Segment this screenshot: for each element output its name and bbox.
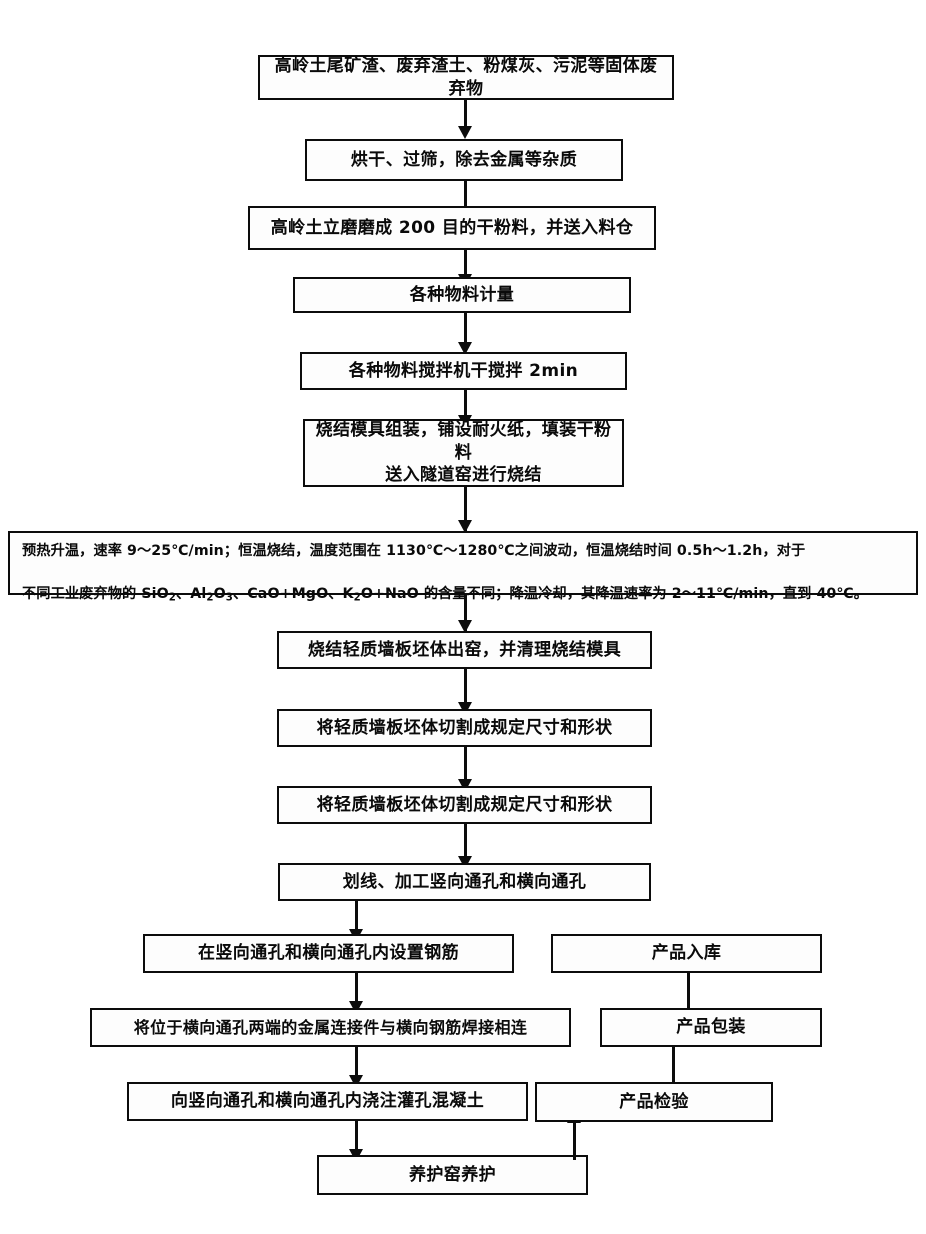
node-grout-concrete-label: 向竖向通孔和横向通孔内浇注灌孔混凝土 bbox=[170, 1091, 485, 1112]
sintering-note-line-1: 预热升温，速率 9～25℃/min；恒温烧结，温度范围在 1130℃～1280℃… bbox=[22, 543, 806, 560]
node-unload-kiln-label: 烧结轻质墙板坯体出窑，并清理烧结模具 bbox=[307, 639, 622, 660]
node-product-packaging-label: 产品包装 bbox=[676, 1017, 746, 1038]
connector-mill-to-metering bbox=[464, 250, 467, 278]
node-curing-kiln-label: 养护窑养护 bbox=[409, 1164, 496, 1185]
arrowhead-metering-to-mixing bbox=[458, 342, 472, 355]
node-mold-assembly: 烧结模具组装，铺设耐火纸，填装干粉料 送入隧道窑进行烧结 bbox=[303, 419, 624, 487]
node-welding-label: 将位于横向通孔两端的金属连接件与横向钢筋焊接相连 bbox=[133, 1017, 528, 1037]
connector-metering-to-mixing bbox=[464, 313, 467, 346]
connector-mixing-to-mold bbox=[464, 390, 467, 420]
node-vertical-mill-label: 高岭土立磨磨成 200 目的干粉料，并送入料仓 bbox=[270, 217, 634, 238]
sn2-sub-c: 3 bbox=[225, 592, 233, 604]
node-mold-assembly-label: 烧结模具组装，铺设耐火纸，填装干粉料 送入隧道窑进行烧结 bbox=[315, 420, 612, 486]
sn2e: O+NaO 的含量不同；降温冷却，其降温速率为 2～11℃/min，直到 40℃… bbox=[360, 586, 868, 603]
sn2-sub-d: 2 bbox=[353, 592, 361, 604]
node-dry-mixing-label: 各种物料搅拌机干搅拌 2min bbox=[348, 360, 579, 381]
node-product-warehouse: 产品入库 bbox=[551, 934, 822, 973]
node-cutting-1: 将轻质墙板坯体切割成规定尺寸和形状 bbox=[277, 709, 652, 747]
node-curing-kiln: 养护窑养护 bbox=[317, 1155, 588, 1195]
node-marking-drilling: 划线、加工竖向通孔和横向通孔 bbox=[278, 863, 651, 901]
node-metering-label: 各种物料计量 bbox=[409, 284, 515, 305]
node-marking-drilling-label: 划线、加工竖向通孔和横向通孔 bbox=[342, 871, 587, 892]
connector-welding-to-grout bbox=[355, 1047, 358, 1081]
node-sintering-parameters-text: 预热升温，速率 9～25℃/min；恒温烧结，温度范围在 1130℃～1280℃… bbox=[22, 520, 907, 607]
sn2d: 、CaO+MgO、K bbox=[232, 586, 354, 603]
node-unload-kiln: 烧结轻质墙板坯体出窑，并清理烧结模具 bbox=[277, 631, 652, 669]
connector-unload-to-cut1 bbox=[464, 669, 467, 708]
connector-grout-to-curing bbox=[355, 1121, 358, 1155]
connector-inspection-to-packaging bbox=[672, 1046, 675, 1083]
connector-raw-to-drying bbox=[464, 100, 467, 130]
node-drying-screening-label: 烘干、过筛，除去金属等杂质 bbox=[350, 149, 578, 170]
sn2-sub-a: 2 bbox=[168, 592, 177, 604]
connector-drying-to-mill bbox=[464, 181, 467, 210]
node-raw-material-label: 高岭土尾矿渣、废弃渣土、粉煤灰、污泥等固体废弃物 bbox=[274, 56, 658, 99]
sn2-sub-b: 2 bbox=[206, 592, 214, 604]
sintering-note-line-2: 不同工业废弃物的 SiO2、Al2O3、CaO+MgO、K2O+NaO 的含量不… bbox=[22, 586, 868, 604]
arrowhead-mold-to-sintering bbox=[458, 520, 472, 533]
arrowhead-raw-to-drying bbox=[458, 126, 472, 139]
connector-cut1-to-cut2 bbox=[464, 747, 467, 785]
node-cutting-2-label: 将轻质墙板坯体切割成规定尺寸和形状 bbox=[316, 794, 613, 815]
node-product-inspection: 产品检验 bbox=[535, 1082, 773, 1122]
connector-mold-to-sintering bbox=[464, 487, 467, 532]
connector-packaging-to-warehouse bbox=[687, 972, 690, 1009]
node-metering: 各种物料计量 bbox=[293, 277, 631, 313]
node-product-inspection-label: 产品检验 bbox=[619, 1091, 689, 1112]
node-rebar-install: 在竖向通孔和横向通孔内设置钢筋 bbox=[143, 934, 514, 973]
node-welding: 将位于横向通孔两端的金属连接件与横向钢筋焊接相连 bbox=[90, 1008, 571, 1047]
connector-sintering-to-unload bbox=[464, 595, 467, 631]
node-product-warehouse-label: 产品入库 bbox=[651, 943, 722, 964]
node-product-packaging: 产品包装 bbox=[600, 1008, 822, 1047]
node-sintering-parameters: 预热升温，速率 9～25℃/min；恒温烧结，温度范围在 1130℃～1280℃… bbox=[8, 531, 918, 604]
arrowhead-sintering-to-unload bbox=[458, 620, 472, 633]
connector-marking-to-rebar bbox=[355, 901, 358, 934]
node-rebar-install-label: 在竖向通孔和横向通孔内设置钢筋 bbox=[198, 943, 459, 964]
node-cutting-1-label: 将轻质墙板坯体切割成规定尺寸和形状 bbox=[316, 717, 613, 738]
node-raw-material: 高岭土尾矿渣、废弃渣土、粉煤灰、污泥等固体废弃物 bbox=[258, 55, 674, 100]
connector-curing-to-inspection bbox=[573, 1122, 576, 1160]
connector-cut2-to-marking bbox=[464, 824, 467, 862]
node-drying-screening: 烘干、过筛，除去金属等杂质 bbox=[305, 139, 623, 181]
sn2b: 、Al bbox=[176, 586, 207, 603]
sn2c: O bbox=[213, 586, 226, 603]
connector-rebar-to-welding bbox=[355, 973, 358, 1007]
sn2a: 不同工业废弃物的 SiO bbox=[22, 586, 169, 603]
node-grout-concrete: 向竖向通孔和横向通孔内浇注灌孔混凝土 bbox=[127, 1082, 528, 1121]
node-vertical-mill: 高岭土立磨磨成 200 目的干粉料，并送入料仓 bbox=[248, 206, 656, 250]
node-dry-mixing: 各种物料搅拌机干搅拌 2min bbox=[300, 352, 627, 390]
node-cutting-2: 将轻质墙板坯体切割成规定尺寸和形状 bbox=[277, 786, 652, 824]
